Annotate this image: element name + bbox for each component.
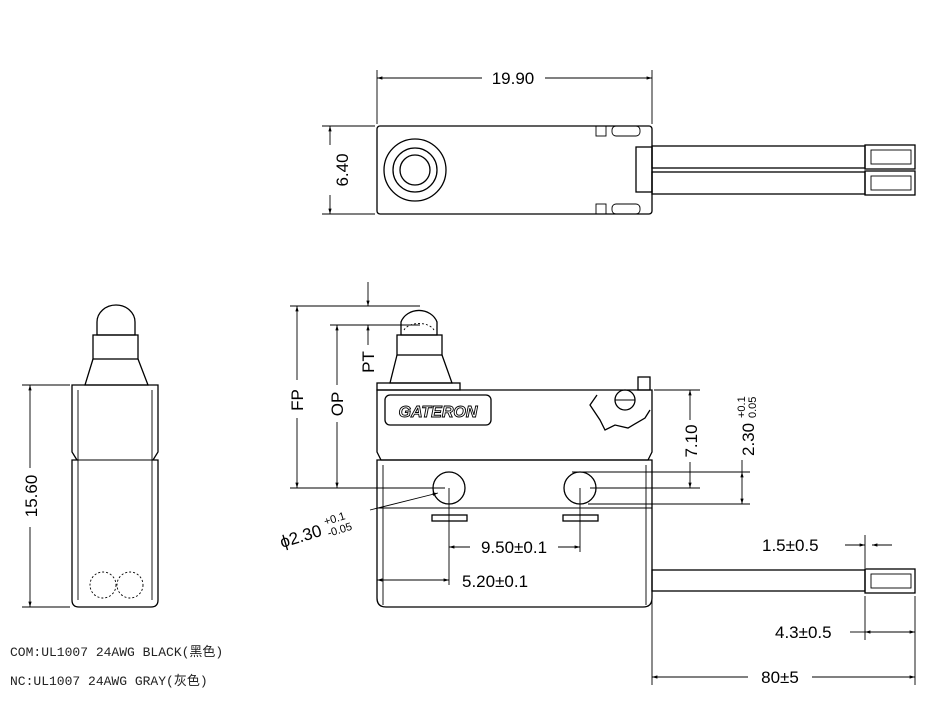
strip-length-dimension: 1.5±0.5: [762, 536, 819, 555]
brand-logo: GATERON: [399, 404, 478, 421]
side-height-dimension: 15.60: [22, 475, 41, 518]
top-view: 19.90 6.40: [322, 69, 916, 215]
hole-offset-dimension: 5.20±0.1: [462, 572, 528, 591]
op-label: OP: [328, 392, 347, 417]
hole-spacing-dimension: 9.50±0.1: [481, 538, 547, 557]
hole-vert-tol-plus: +0.1: [736, 396, 748, 418]
hole-vertical-dimension: 2.30: [739, 423, 758, 456]
com-wire-note: COM:UL1007 24AWG BLACK(黑色): [10, 645, 224, 660]
height-dimension: 6.40: [333, 153, 352, 186]
hole-diameter: ϕ2.30: [278, 521, 324, 552]
nc-wire-note: NC:UL1007 24AWG GRAY(灰色): [10, 674, 208, 689]
fp-label: FP: [288, 389, 307, 411]
hole-height-dimension: 7.10: [682, 424, 701, 457]
wire-length-dimension: 80±5: [761, 668, 799, 687]
front-view: GATERON FP OP PT ϕ2.30 +0.1: [278, 282, 916, 687]
side-view: 15.60: [22, 304, 159, 608]
pt-label: PT: [359, 351, 378, 373]
terminal-length-dimension: 4.3±0.5: [775, 623, 832, 642]
hole-vert-tol-minus: 0.05: [747, 397, 759, 418]
brand-logo-plate: [384, 394, 492, 426]
width-dimension: 19.90: [492, 69, 535, 88]
